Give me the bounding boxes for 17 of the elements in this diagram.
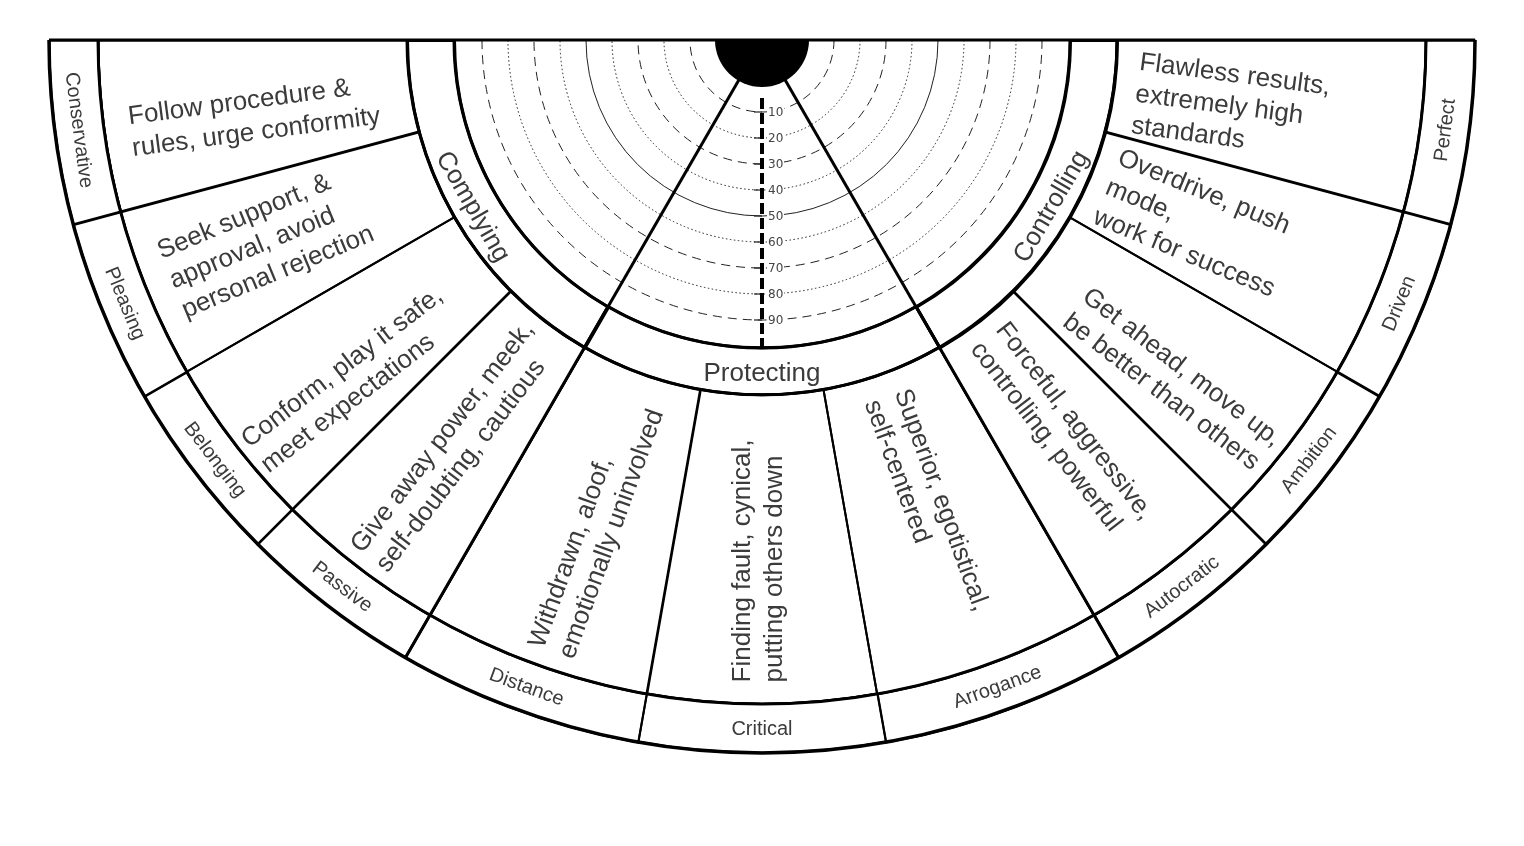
scale-label: 10 bbox=[767, 105, 785, 119]
scale-label: 80 bbox=[767, 287, 785, 301]
scale-label: 30 bbox=[767, 157, 785, 171]
outer-label: Driven bbox=[1375, 271, 1420, 335]
scale-label: 40 bbox=[767, 183, 785, 197]
scale-label: 70 bbox=[767, 261, 785, 275]
ring-label: Protecting bbox=[703, 357, 821, 387]
outer-ring-segment bbox=[46, 37, 124, 228]
outer-label: Perfect bbox=[1428, 96, 1461, 163]
scale-label: 90 bbox=[767, 313, 785, 327]
outer-label: Critical bbox=[731, 716, 793, 740]
outer-label: Conservative bbox=[60, 70, 100, 190]
scale-label: 50 bbox=[767, 209, 785, 223]
segment-text: Follow procedure & rules, urge conformity bbox=[125, 70, 382, 164]
scale-label: 20 bbox=[767, 131, 785, 145]
segment-text: Finding fault, cynical, putting others down bbox=[725, 439, 790, 683]
scale-label: 60 bbox=[767, 235, 785, 249]
